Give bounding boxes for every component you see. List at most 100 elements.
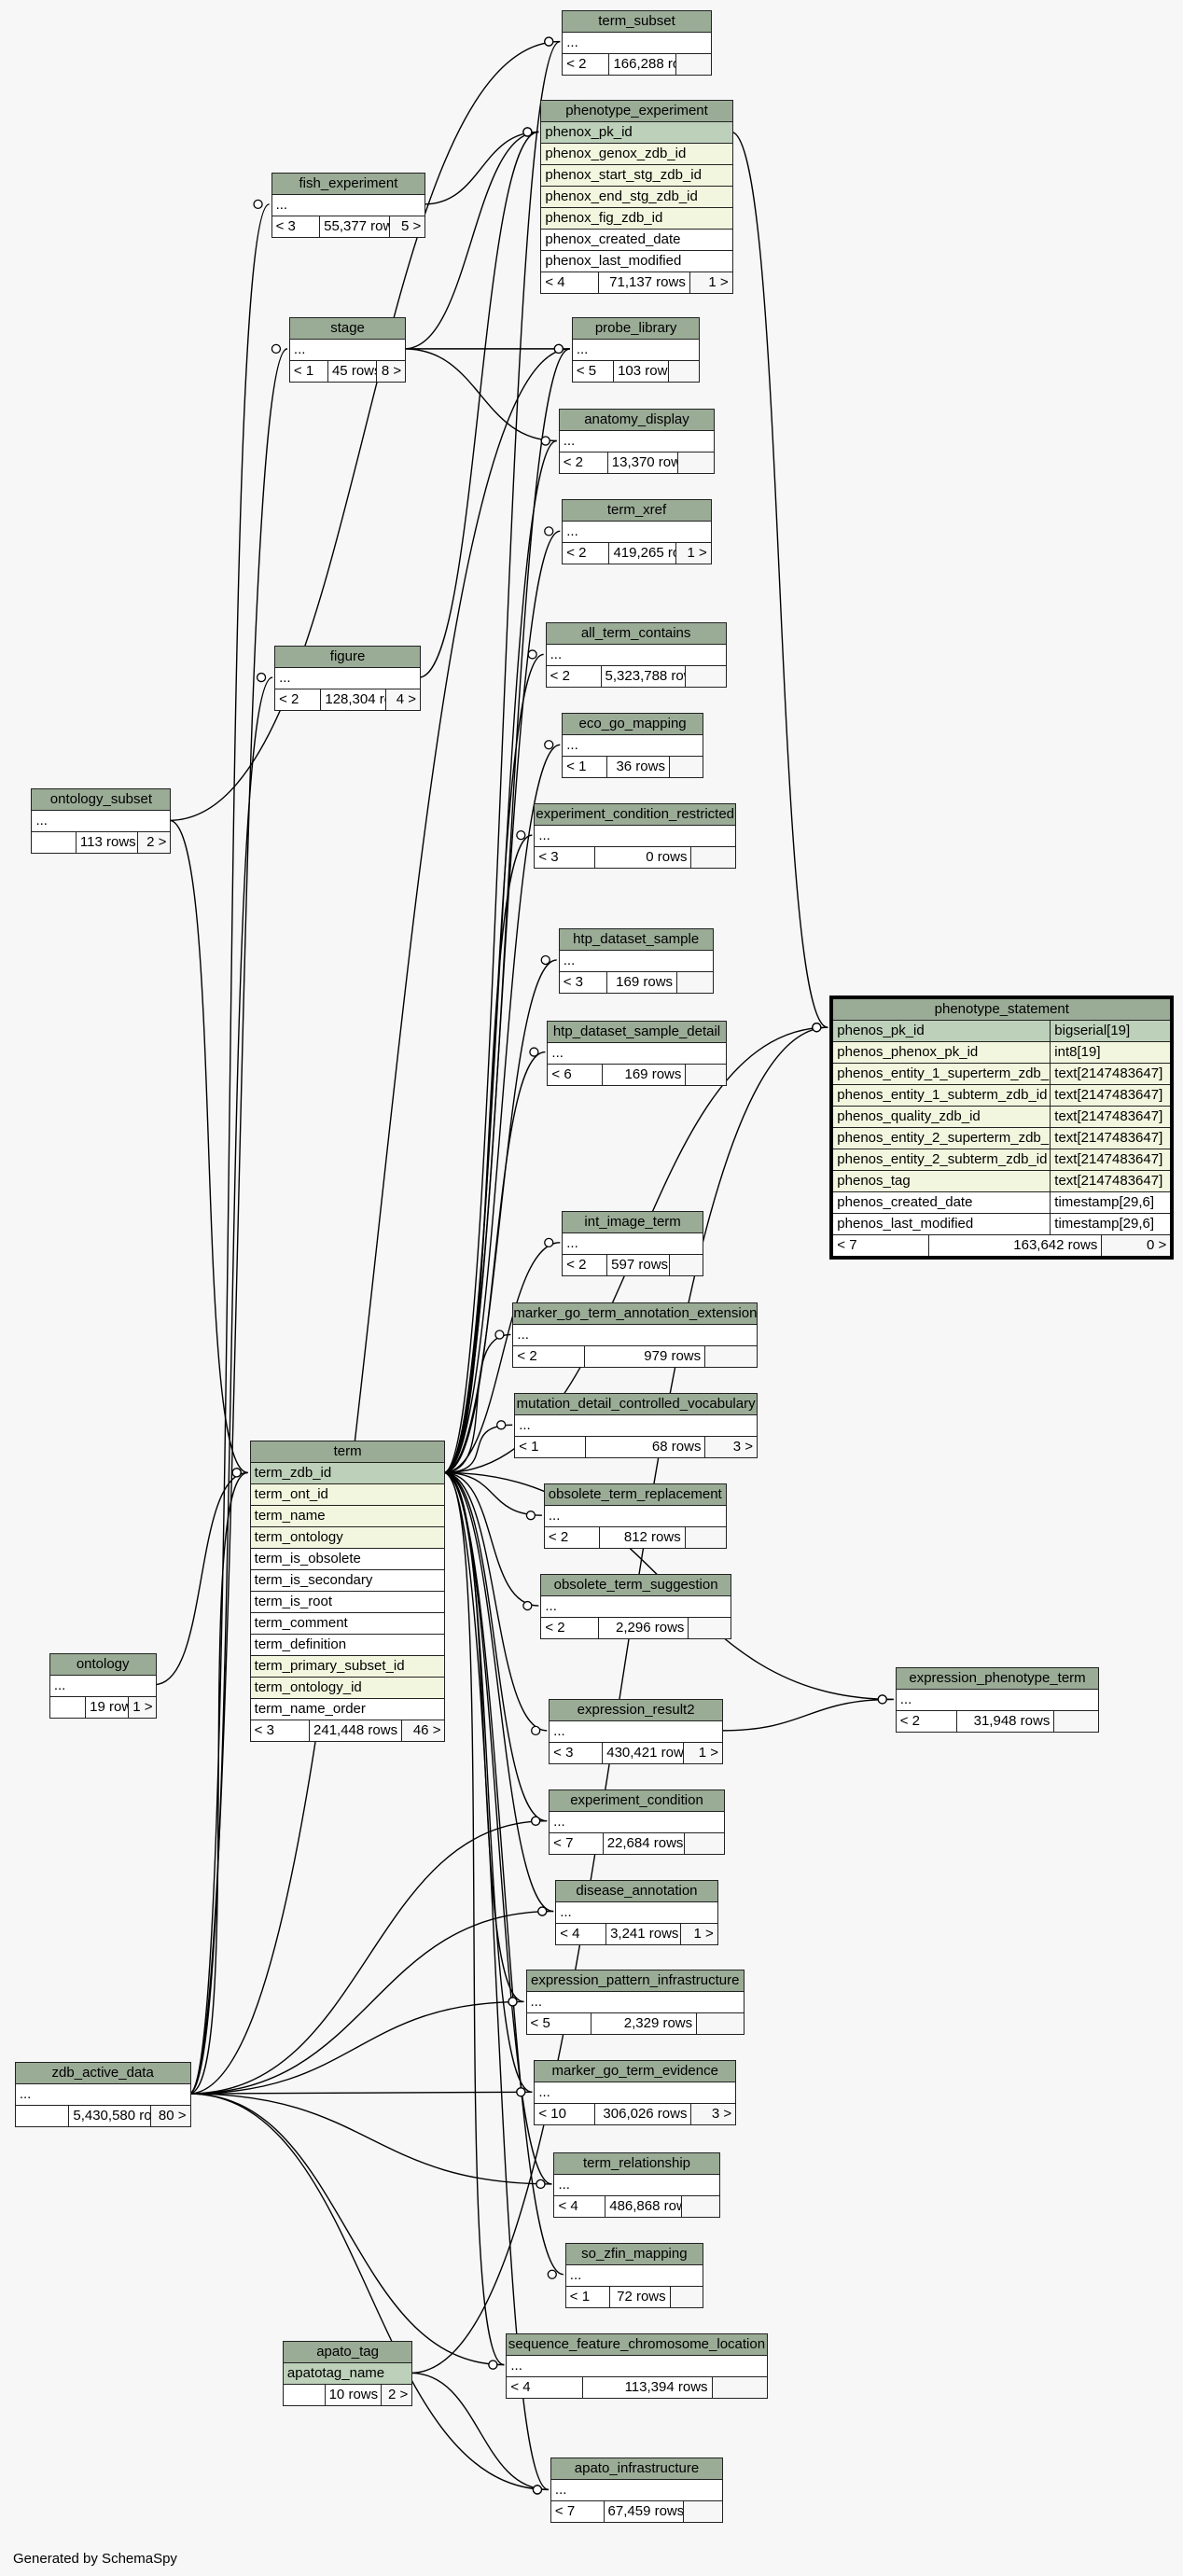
table-title[interactable]: disease_annotation — [556, 1880, 717, 1902]
column-row[interactable]: ... — [535, 826, 736, 848]
column-row[interactable]: ... — [541, 1596, 731, 1619]
column-row[interactable]: ... — [544, 1506, 726, 1528]
children-link[interactable] — [668, 757, 703, 778]
children-link[interactable]: 2 > — [136, 832, 171, 854]
parents-link[interactable]: < 2 — [517, 1348, 537, 1365]
children-link[interactable]: 3 > — [704, 1437, 758, 1458]
table-title[interactable]: term_subset — [563, 10, 711, 33]
column-row[interactable]: ... — [548, 1043, 726, 1065]
column-row[interactable]: ... — [15, 2084, 190, 2107]
parents-link[interactable]: < 2 — [566, 55, 587, 72]
parents-link[interactable]: < 4 — [560, 1925, 580, 1942]
column-row[interactable]: ... — [515, 1415, 758, 1438]
children-link[interactable] — [688, 1618, 731, 1639]
column-row[interactable]: ... — [49, 1676, 156, 1697]
column-row[interactable]: ... — [563, 1233, 703, 1255]
column-row[interactable]: term_name — [250, 1506, 445, 1528]
column-row[interactable]: phenox_start_stg_zdb_id — [541, 165, 732, 188]
children-link[interactable]: 2 > — [380, 2385, 412, 2406]
table-title[interactable]: ontology_subset — [32, 789, 171, 812]
children-link[interactable] — [675, 53, 711, 75]
children-link[interactable] — [704, 1346, 758, 1368]
parents-link[interactable]: < 7 — [837, 1237, 857, 1254]
table-title[interactable]: stage — [289, 317, 406, 340]
column-row[interactable]: term_is_obsolete — [250, 1549, 445, 1571]
parents-link[interactable]: < 2 — [548, 1529, 569, 1546]
column-row[interactable]: ... — [546, 645, 726, 667]
table-fish-experiment[interactable]: fish_experiment...< 355,377 rows5 > — [271, 172, 426, 238]
children-link[interactable] — [668, 360, 700, 382]
column-row[interactable]: phenox_created_date — [541, 230, 732, 252]
column-row[interactable]: ... — [565, 2265, 703, 2287]
table-title[interactable]: so_zfin_mapping — [565, 2243, 703, 2265]
column-row[interactable]: term_primary_subset_id — [250, 1656, 445, 1678]
table-title[interactable]: htp_dataset_sample — [559, 928, 713, 951]
parents-link[interactable]: < 3 — [254, 1722, 274, 1739]
table-title[interactable]: htp_dataset_sample_detail — [548, 1021, 726, 1043]
column-row[interactable]: ... — [554, 2175, 719, 2196]
children-link[interactable] — [669, 2286, 703, 2307]
column-row[interactable]: term_ontology_id — [250, 1678, 445, 1700]
table-title[interactable]: marker_go_term_evidence — [535, 2061, 736, 2083]
column-row[interactable]: ... — [556, 1902, 717, 1924]
children-link[interactable]: 4 > — [385, 689, 421, 711]
column-row[interactable]: term_zdb_id — [250, 1463, 445, 1485]
table-title[interactable]: figure — [275, 647, 421, 669]
children-link[interactable]: 5 > — [388, 216, 425, 237]
children-link[interactable] — [1053, 1711, 1099, 1733]
parents-link[interactable] — [32, 832, 75, 853]
children-link[interactable]: 1 > — [682, 1742, 723, 1763]
table-zdb-active-data[interactable]: zdb_active_data...5,430,580 rows80 > — [14, 2062, 191, 2128]
parents-link[interactable]: < 2 — [563, 454, 584, 471]
parents-link[interactable]: < 1 — [566, 759, 587, 775]
column-row[interactable]: phenox_fig_zdb_id — [541, 208, 732, 230]
column-row[interactable]: ... — [559, 431, 715, 453]
parents-link[interactable]: < 2 — [550, 668, 570, 685]
table-title[interactable]: obsolete_term_replacement — [544, 1484, 726, 1507]
table-title[interactable]: int_image_term — [563, 1211, 703, 1233]
table-title[interactable]: sequence_feature_chromosome_location — [507, 2333, 767, 2356]
column-row[interactable]: apatotag_name — [283, 2363, 412, 2386]
parents-link[interactable]: < 5 — [530, 2015, 550, 2032]
table-title[interactable]: marker_go_term_annotation_extension — [513, 1303, 757, 1326]
table-all-term-contains[interactable]: all_term_contains...< 25,323,788 rows — [545, 622, 727, 689]
column-row[interactable]: ... — [507, 2356, 767, 2377]
column-row[interactable]: term_ont_id — [250, 1484, 445, 1507]
column-row[interactable]: term_is_root — [250, 1592, 445, 1614]
children-link[interactable] — [685, 1064, 726, 1085]
table-stage[interactable]: stage...< 145 rows8 > — [288, 316, 407, 383]
column-row[interactable]: term_definition — [250, 1635, 445, 1657]
children-link[interactable]: 1 > — [675, 543, 711, 564]
parents-link[interactable]: < 3 — [563, 973, 584, 990]
table-title[interactable]: ontology — [49, 1653, 156, 1676]
table-title[interactable]: fish_experiment — [271, 173, 425, 195]
parents-link[interactable]: < 10 — [538, 2106, 566, 2123]
table-title[interactable]: experiment_condition — [550, 1789, 724, 1812]
children-link[interactable] — [684, 1527, 726, 1549]
table-sequence-feature-chromosome-location[interactable]: sequence_feature_chromosome_location...<… — [506, 2332, 768, 2399]
children-link[interactable] — [676, 971, 713, 993]
parents-link[interactable]: < 1 — [293, 362, 314, 379]
column-row[interactable]: ... — [572, 340, 700, 361]
table-title[interactable]: experiment_condition_restricted — [535, 804, 736, 827]
parents-link[interactable]: < 1 — [569, 2288, 591, 2304]
children-link[interactable]: 8 > — [376, 360, 406, 382]
